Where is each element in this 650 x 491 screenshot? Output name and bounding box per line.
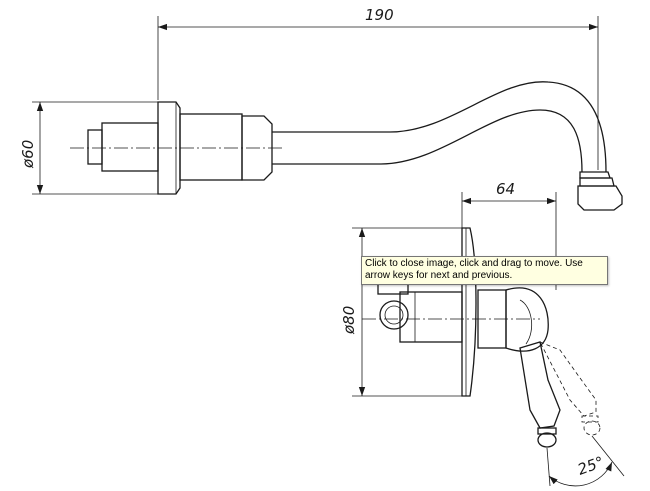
dimension-phi60: ø60 bbox=[19, 101, 158, 195]
dim-label-64: 64 bbox=[496, 180, 515, 198]
dim-label-phi60: ø60 bbox=[19, 140, 37, 169]
dim-label-phi80: ø80 bbox=[340, 306, 358, 335]
viewer-hint-tooltip: Click to close image, click and drag to … bbox=[361, 256, 608, 285]
spout-assembly bbox=[87, 81, 623, 211]
tooltip-text: Click to close image, click and drag to … bbox=[365, 258, 583, 281]
dimension-190: 190 bbox=[157, 6, 599, 170]
dim-label-angle: 25° bbox=[575, 453, 606, 479]
dimension-angle: 25° bbox=[546, 435, 625, 487]
dim-label-190: 190 bbox=[365, 6, 394, 24]
dimension-phi80: ø80 bbox=[340, 227, 462, 397]
